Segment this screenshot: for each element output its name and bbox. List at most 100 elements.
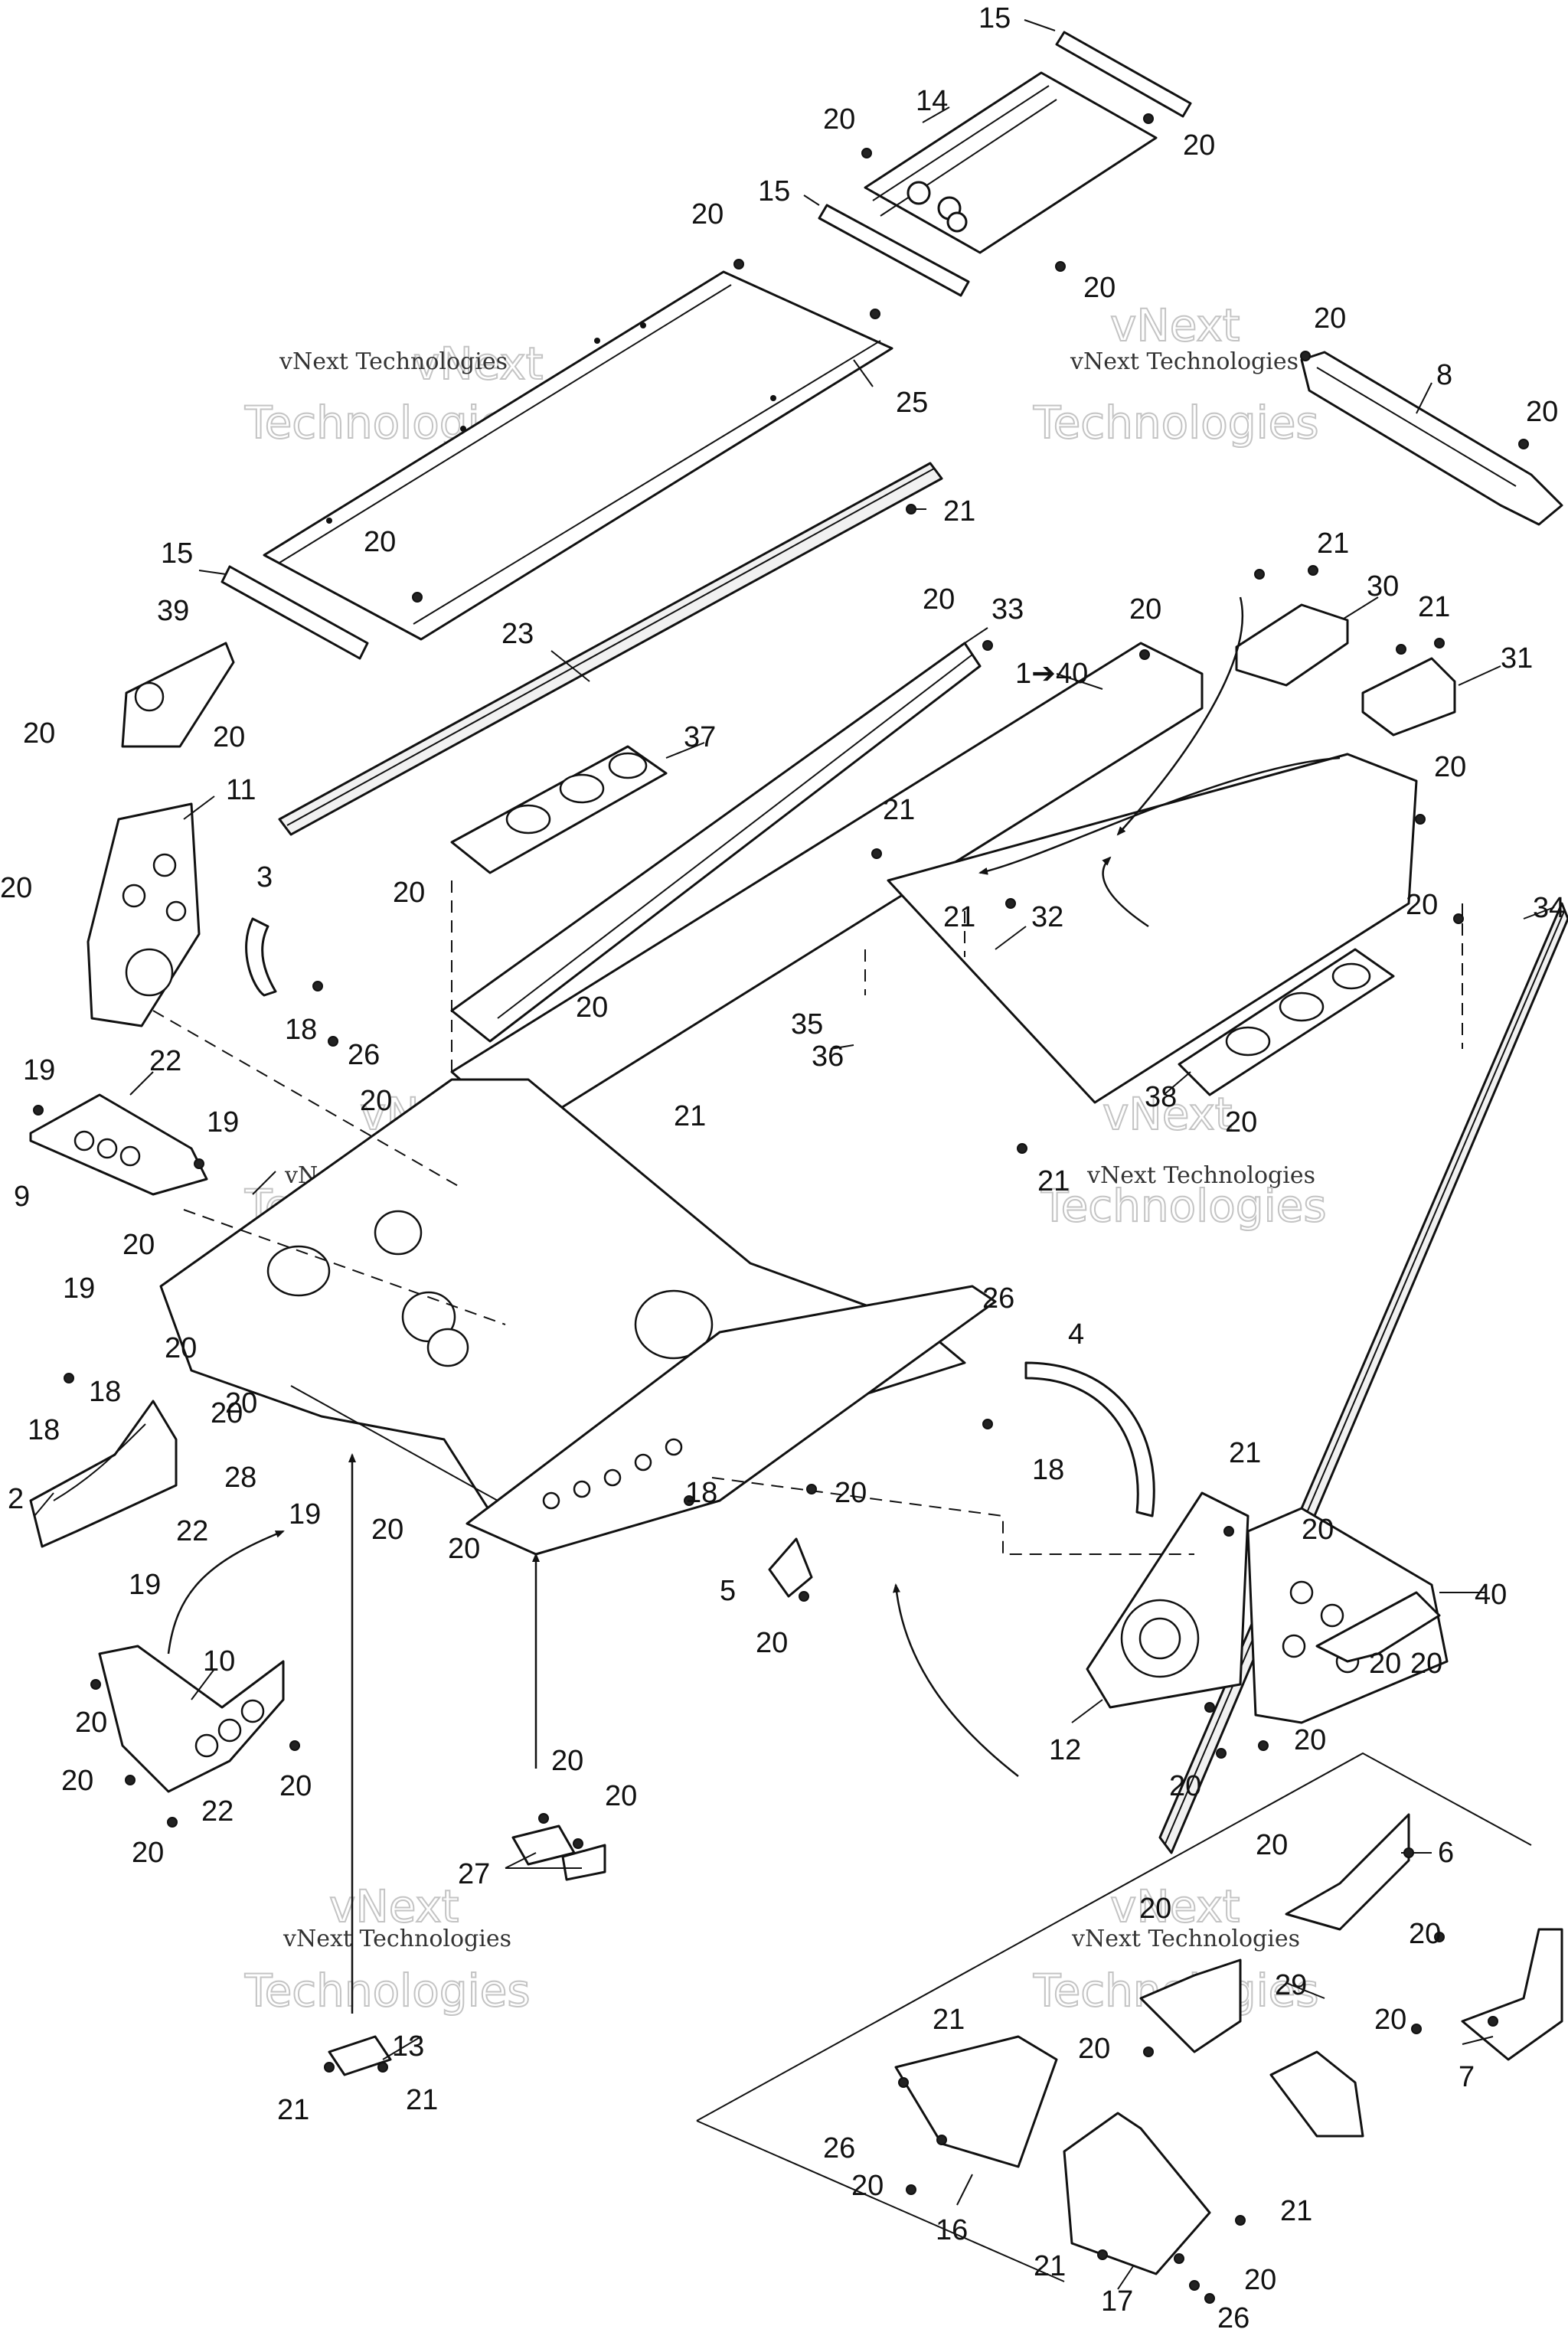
watermark-top-right: vNext vNext Technologies Technologies	[1032, 299, 1320, 449]
callout-15: 15	[758, 175, 790, 207]
bracket-39	[121, 642, 235, 748]
callout-27: 27	[458, 1858, 490, 1890]
callout-20: 20	[551, 1745, 583, 1777]
callout-5: 5	[720, 1575, 736, 1607]
callout-40: 40	[1475, 1579, 1507, 1611]
leader-lines	[34, 19, 1555, 2290]
callout-11: 11	[226, 774, 256, 806]
svg-text:vNext: vNext	[1102, 1088, 1232, 1140]
handle-3	[245, 917, 277, 997]
callout-20: 20	[1078, 2033, 1110, 2065]
tunnel-cover-25	[263, 270, 893, 641]
callout-10: 10	[203, 1645, 235, 1677]
callout-8: 8	[1436, 359, 1452, 391]
callout-20: 20	[1256, 1829, 1288, 1861]
callout-18: 18	[1032, 1454, 1064, 1486]
svg-text:vNext: vNext	[1110, 1880, 1240, 1932]
callout-21: 21	[277, 2094, 309, 2126]
callout-20: 20	[1169, 1770, 1201, 1802]
bracket-5	[768, 1537, 813, 1598]
callout-20: 20	[364, 526, 396, 558]
callout-26: 26	[348, 1039, 380, 1071]
callout-32: 32	[1031, 901, 1063, 933]
callout-26: 26	[1217, 2302, 1250, 2334]
callout-20: 20	[393, 877, 425, 909]
watermark-middle-right: vNext vNext Technologies Technologies	[1040, 1087, 1328, 1233]
callout-20: 20	[448, 1533, 480, 1565]
callout-21: 21	[1037, 1165, 1070, 1197]
bracket-6	[1285, 1813, 1410, 1931]
callout-23: 23	[501, 618, 534, 650]
callout-36: 36	[812, 1040, 844, 1073]
svg-text:vNext Technologies: vNext Technologies	[1070, 348, 1298, 375]
callout-20: 20	[1302, 1514, 1334, 1546]
callout-34: 34	[1533, 892, 1565, 924]
callout-6: 6	[1438, 1837, 1454, 1869]
callout-39: 39	[157, 595, 189, 627]
callout-31: 31	[1501, 642, 1533, 675]
callout-20: 20	[360, 1085, 392, 1117]
callout-20: 20	[23, 717, 55, 750]
callout-2: 2	[8, 1483, 24, 1515]
callout-18: 18	[285, 1014, 317, 1046]
bracket-13	[328, 2035, 392, 2076]
callout-21: 21	[933, 2004, 965, 2036]
callout-19: 19	[289, 1498, 321, 1530]
callout-20: 20	[61, 1765, 93, 1797]
svg-text:Technologies: Technologies	[1040, 1180, 1327, 1232]
svg-text:Technologies: Technologies	[1033, 397, 1319, 449]
callout-20: 20	[1139, 1893, 1171, 1925]
callout-21: 21	[943, 495, 975, 528]
callout-3: 3	[256, 861, 273, 893]
svg-text:vNext: vNext	[329, 1880, 459, 1932]
callout-19: 19	[63, 1272, 95, 1305]
callout-15: 15	[978, 2, 1011, 34]
callout-20: 20	[1314, 302, 1346, 335]
callout-21: 21	[1317, 528, 1349, 560]
callout-20: 20	[75, 1707, 107, 1739]
callout-20: 20	[923, 583, 955, 616]
callout-20: 20	[1225, 1106, 1257, 1138]
callout-19: 19	[23, 1054, 55, 1086]
plate-38	[1178, 948, 1395, 1096]
callout-18: 18	[89, 1376, 121, 1408]
callout-20: 20	[1526, 396, 1558, 428]
svg-text:vNext Technologies: vNext Technologies	[1086, 1162, 1315, 1189]
bracket-7	[1461, 1928, 1563, 2061]
svg-text:vNext: vNext	[1110, 299, 1240, 351]
bracket-29	[1139, 1958, 1364, 2138]
svg-text:vNext Technologies: vNext Technologies	[283, 1926, 511, 1952]
bracket-40b	[1315, 1591, 1441, 1663]
bracket-2	[29, 1400, 178, 1548]
callout-21: 21	[1034, 2250, 1066, 2282]
callout-21: 21	[943, 901, 975, 933]
callout-20: 20	[0, 872, 32, 904]
callout-20: 20	[279, 1770, 312, 1802]
callout-20: 20	[605, 1780, 637, 1812]
callout-12: 12	[1049, 1734, 1081, 1766]
callout-20: 20	[851, 2170, 884, 2202]
callout-38: 38	[1145, 1081, 1177, 1113]
bracket-8	[1300, 351, 1563, 526]
plate-37	[450, 745, 668, 874]
frame-running-board	[466, 1285, 997, 1556]
callout-20: 20	[371, 1514, 403, 1546]
callout-20: 20	[1129, 593, 1161, 626]
callout-20: 20	[211, 1397, 243, 1429]
callout-26: 26	[823, 2132, 855, 2164]
callout-37: 37	[684, 721, 716, 753]
callout-20: 20	[576, 991, 608, 1024]
bracket-9	[29, 1093, 208, 1196]
callout-18: 18	[28, 1414, 60, 1446]
callout-20: 20	[1083, 272, 1116, 304]
handle-4	[1024, 1361, 1155, 1517]
callout-17: 17	[1101, 2285, 1133, 2318]
callout-20: 20	[756, 1627, 788, 1659]
callout-20: 20	[165, 1332, 197, 1364]
callout-15: 15	[161, 537, 193, 570]
callout-20: 20	[1369, 1648, 1401, 1680]
bracket-31	[1361, 657, 1456, 737]
callout-20: 20	[1409, 1918, 1441, 1950]
bracket-27	[511, 1824, 606, 1881]
